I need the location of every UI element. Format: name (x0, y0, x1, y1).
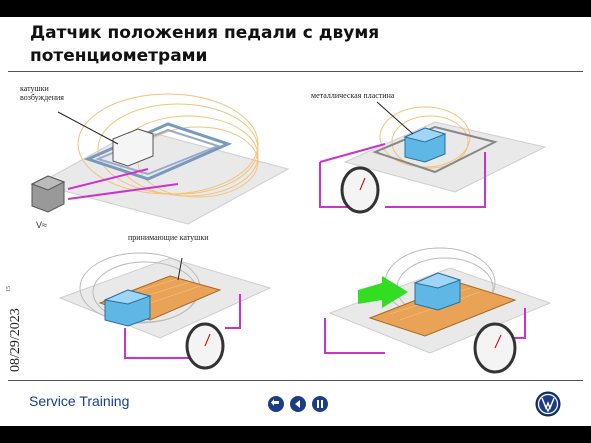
excitation-coils-label: катушки возбуждения (20, 84, 64, 102)
slide-title: Датчик положения педали с двумя потенцио… (30, 22, 570, 68)
title-line-1: Датчик положения педали с двумя (30, 23, 380, 43)
previous-button[interactable] (290, 396, 306, 412)
metal-plate-illustration (319, 101, 547, 214)
receiving-coils-label: принимающие катушки (128, 233, 209, 242)
back-icon (271, 399, 279, 406)
side-date-main: 08/29/202 (8, 315, 23, 372)
pause-icon (317, 400, 323, 408)
title-divider (8, 71, 583, 72)
footer-divider (8, 380, 583, 381)
bottom-bar (0, 426, 591, 443)
previous-icon (295, 400, 300, 408)
slide-side-date: 08/29/2023 (8, 262, 23, 372)
movement-arrow-icon (358, 276, 408, 308)
metal-plate-label: металлическая пластина (311, 91, 395, 100)
plate-moved-illustration (324, 247, 552, 374)
panel-metal-plate: металлическая пластина (305, 82, 585, 227)
title-line-2: потенциометрами (30, 46, 208, 66)
pause-button[interactable] (312, 396, 328, 412)
excitation-label-line-2: возбуждения (20, 93, 64, 102)
top-bar (0, 0, 591, 17)
panel-plate-moved (310, 228, 580, 378)
back-button[interactable] (268, 396, 284, 412)
side-date-digit: 3 (8, 308, 23, 316)
vw-logo-icon (535, 391, 561, 417)
receiving-coils-illustration (58, 252, 272, 370)
excitation-label-line-1: катушки (20, 84, 49, 93)
vw-logo (535, 391, 561, 417)
footer-service-training: Service Training (29, 393, 130, 409)
panel-receiving-coils: принимающие катушки (40, 228, 290, 378)
voltage-label: V≈ (36, 220, 47, 230)
excitation-coils-illustration (30, 93, 290, 225)
panel-excitation-coils: катушки возбуждения V≈ (18, 74, 298, 234)
